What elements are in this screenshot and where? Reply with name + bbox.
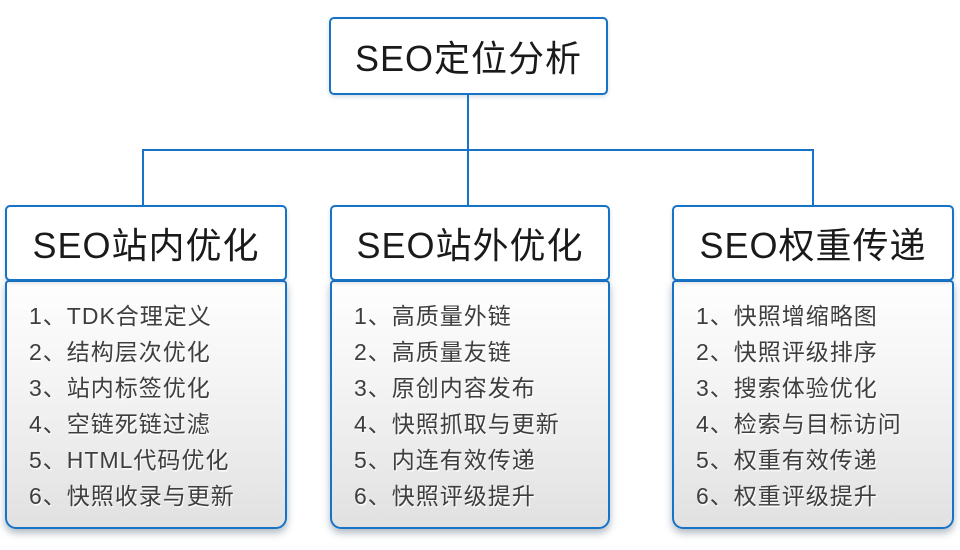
list-item: 6、快照收录与更新: [29, 483, 235, 509]
list-item: 5、HTML代码优化: [29, 447, 230, 473]
branch-offsite-title: SEO站外优化: [356, 225, 584, 266]
branch-offsite: SEO站外优化 1、高质量外链 2、高质量友链 3、原创内容发布 4、快照抓取与…: [330, 205, 610, 529]
list-item: 1、快照增缩略图: [696, 303, 878, 329]
root-node: SEO定位分析: [329, 17, 608, 95]
list-item: 3、搜索体验优化: [696, 375, 878, 401]
list-item: 1、高质量外链: [354, 303, 512, 329]
connector-drop-left: [142, 150, 144, 206]
connector-horizontal: [142, 149, 814, 151]
list-item: 6、权重评级提升: [696, 483, 878, 509]
branch-weight-title: SEO权重传递: [699, 225, 927, 266]
list-item: 4、快照抓取与更新: [354, 411, 560, 437]
branch-weight: SEO权重传递 1、快照增缩略图 2、快照评级排序 3、搜索体验优化 4、检索与…: [672, 205, 954, 529]
root-title: SEO定位分析: [354, 38, 583, 79]
list-item: 5、内连有效传递: [354, 447, 536, 473]
list-item: 2、高质量友链: [354, 339, 512, 365]
branch-onsite-list: 1、TDK合理定义 2、结构层次优化 3、站内标签优化 4、空链死链过滤 5、H…: [5, 280, 287, 529]
list-item: 2、快照评级排序: [696, 339, 878, 365]
branch-weight-title-box: SEO权重传递: [672, 205, 954, 281]
list-item: 1、TDK合理定义: [29, 303, 212, 329]
branch-onsite-title-box: SEO站内优化: [5, 205, 287, 281]
list-item: 3、站内标签优化: [29, 375, 211, 401]
list-item: 4、检索与目标访问: [696, 411, 902, 437]
branch-offsite-list: 1、高质量外链 2、高质量友链 3、原创内容发布 4、快照抓取与更新 5、内连有…: [330, 280, 610, 529]
branch-weight-list: 1、快照增缩略图 2、快照评级排序 3、搜索体验优化 4、检索与目标访问 5、权…: [672, 280, 954, 529]
connector-drop-middle: [467, 150, 469, 206]
list-item: 6、快照评级提升: [354, 483, 536, 509]
connector-root-stem: [467, 95, 469, 151]
list-item: 4、空链死链过滤: [29, 411, 211, 437]
list-item: 3、原创内容发布: [354, 375, 536, 401]
branch-offsite-title-box: SEO站外优化: [330, 205, 610, 281]
branch-onsite: SEO站内优化 1、TDK合理定义 2、结构层次优化 3、站内标签优化 4、空链…: [5, 205, 287, 529]
list-item: 5、权重有效传递: [696, 447, 878, 473]
branch-onsite-title: SEO站内优化: [32, 225, 260, 266]
connector-drop-right: [812, 150, 814, 206]
list-item: 2、结构层次优化: [29, 339, 211, 365]
